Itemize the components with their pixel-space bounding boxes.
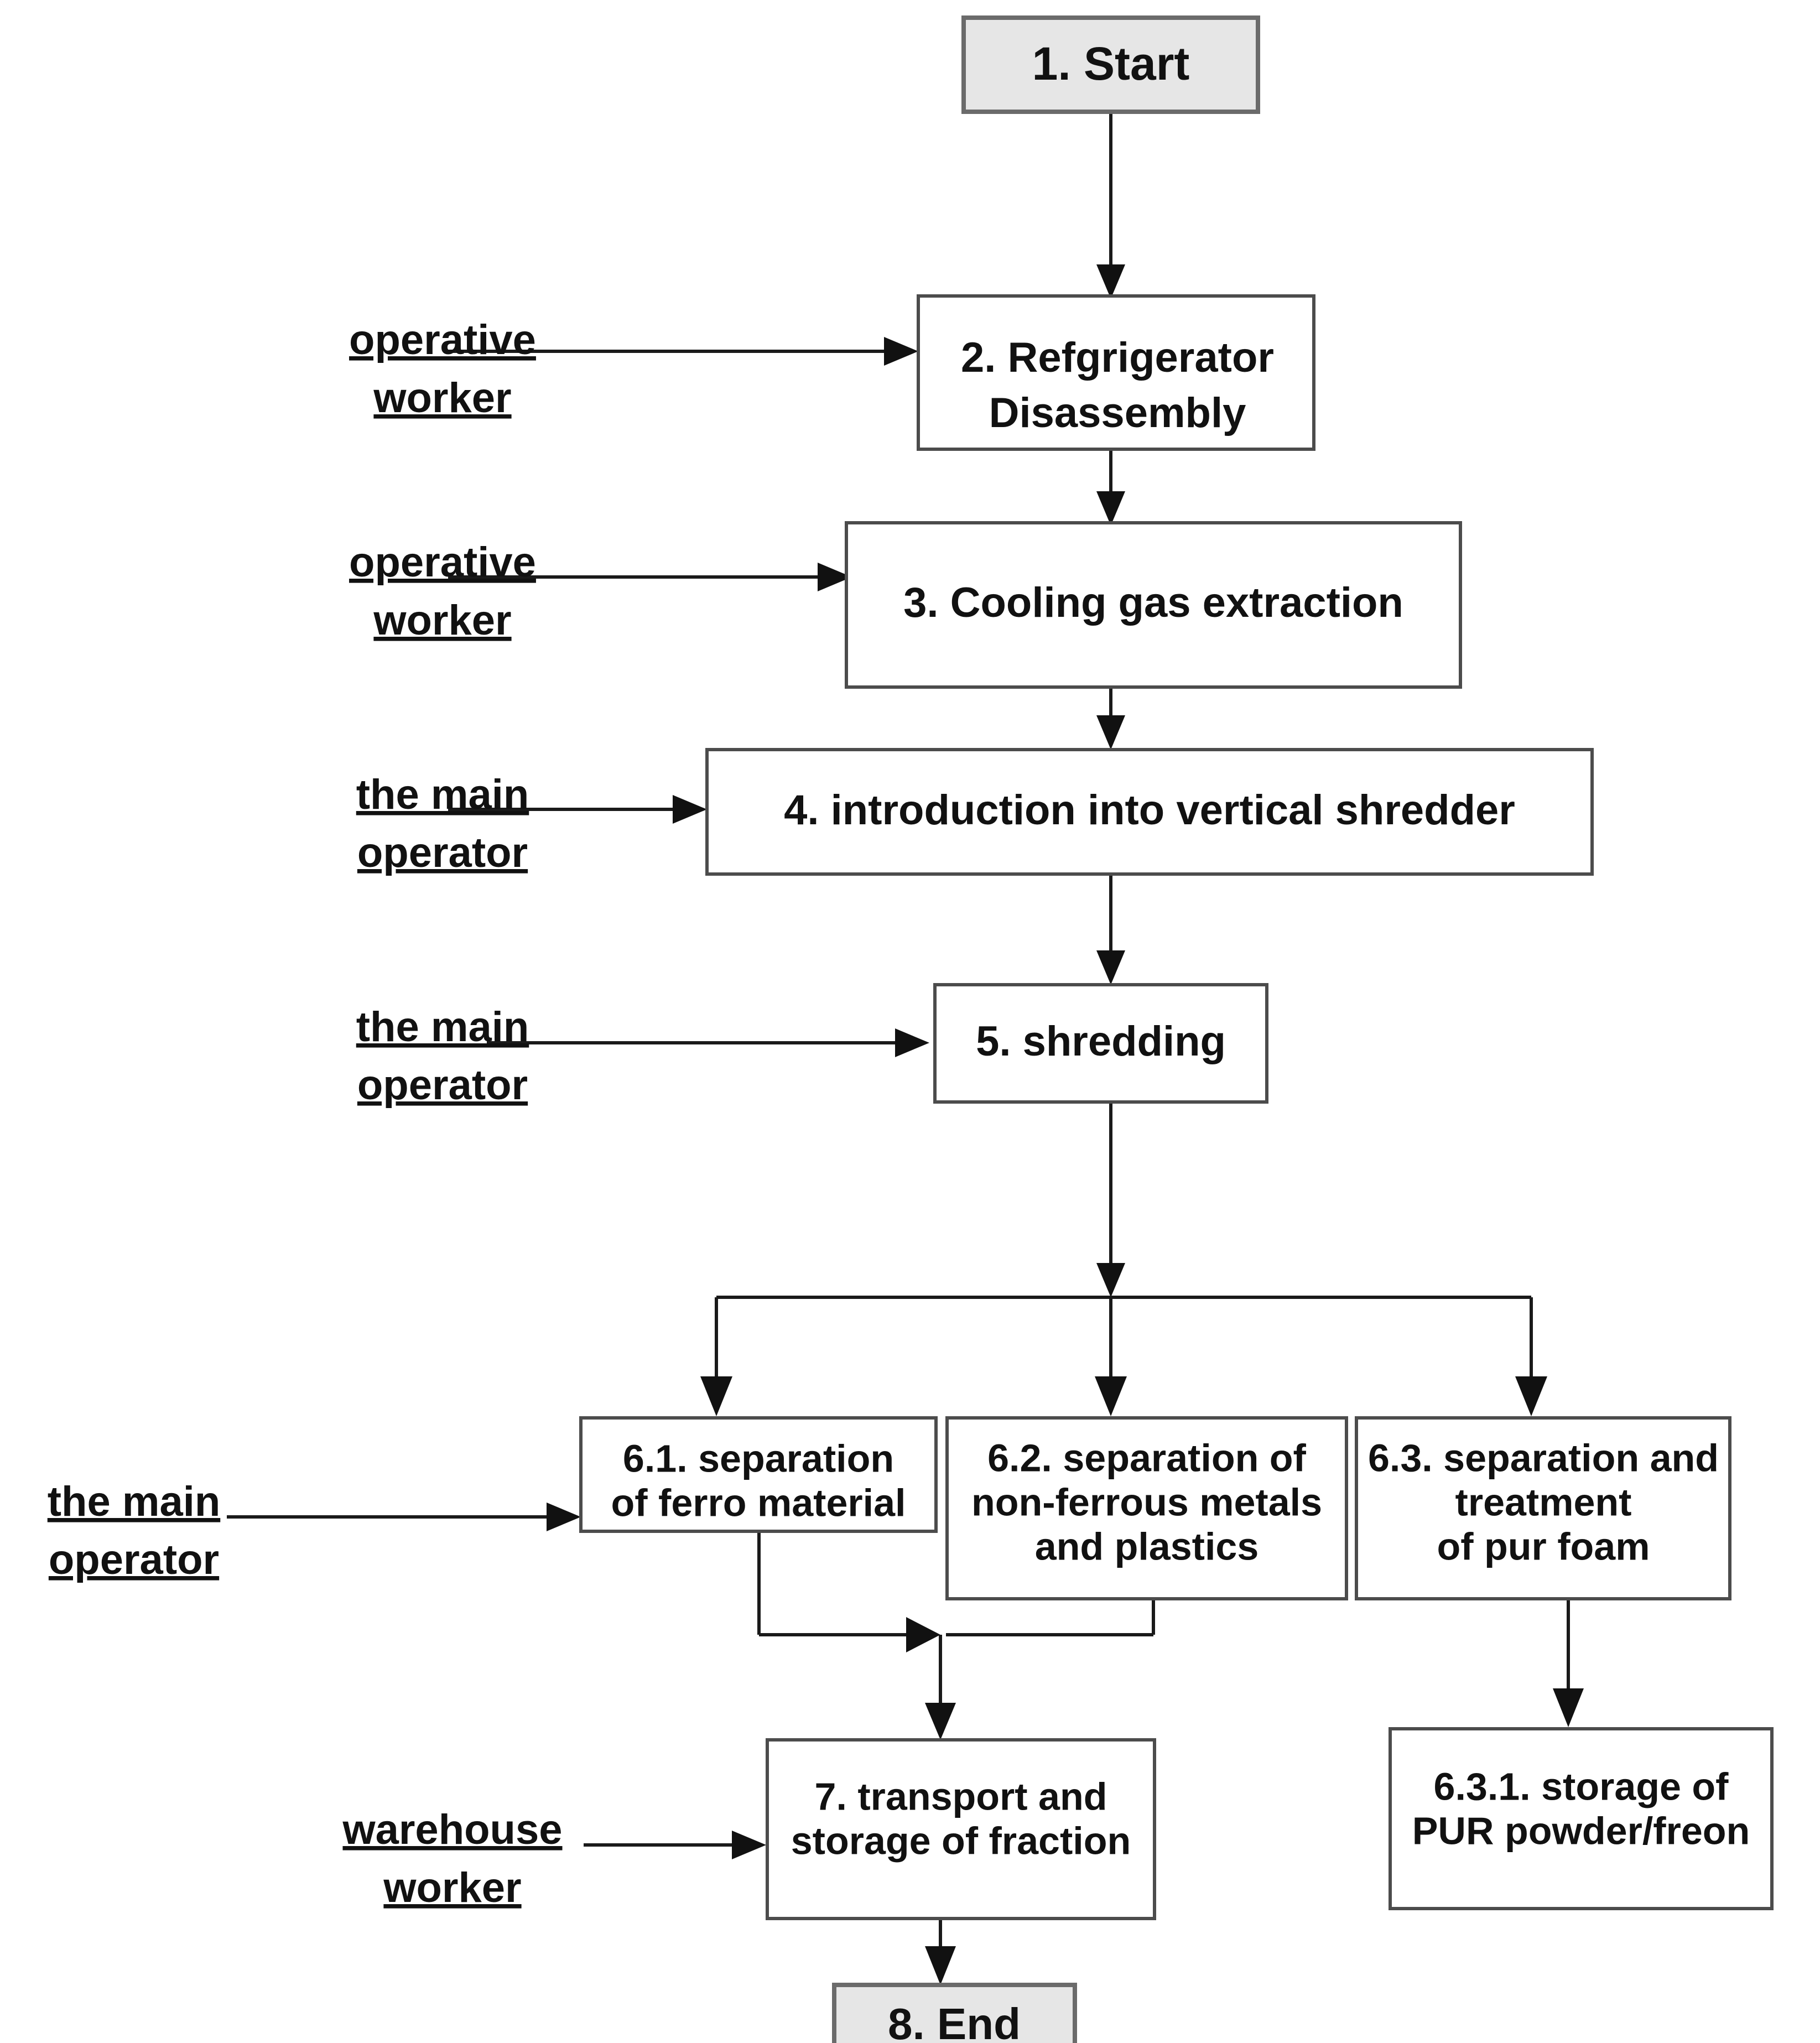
role-5-line-2: operator	[357, 1062, 528, 1109]
node-62-line-2: non-ferrous metals	[971, 1480, 1322, 1524]
node-end-label: 8. End	[888, 1999, 1021, 2043]
node-refrigerator-disassembly[interactable]: 2. Refgrigerator Disassembly	[917, 294, 1315, 451]
edge-role-to-4	[448, 795, 707, 824]
role-2-line-2: worker	[373, 375, 511, 422]
role-3-line-2: worker	[373, 597, 511, 644]
node-7-line-1: 7. transport and	[815, 1775, 1107, 1818]
node-62-line-3: and plastics	[1035, 1525, 1259, 1568]
node-start-label: 1. Start	[1032, 38, 1190, 90]
edge-7-to-8	[925, 1919, 956, 1985]
role-label-main-operator-5: the main operator	[356, 1004, 529, 1109]
node-631-line-2: PUR powder/freon	[1412, 1809, 1750, 1852]
node-separation-treatment-pur-foam[interactable]: 6.3. separation and treatment of pur foa…	[1355, 1416, 1731, 1600]
role-61-line-1: the main	[48, 1478, 221, 1525]
node-63-line-2: treatment	[1455, 1480, 1632, 1524]
role-61-line-2: operator	[49, 1536, 219, 1583]
edge-role-to-7	[584, 1831, 766, 1859]
edge-1-to-2	[1096, 112, 1125, 299]
node-62-line-1: 6.2. separation of	[987, 1436, 1306, 1479]
node-631-line-1: 6.3.1. storage of	[1434, 1765, 1729, 1808]
node-5-label: 5. shredding	[976, 1018, 1226, 1065]
node-2-line-2: Disassembly	[989, 389, 1246, 436]
node-shredding[interactable]: 5. shredding	[933, 983, 1268, 1104]
role-5-line-1: the main	[356, 1004, 529, 1051]
edge-63-to-631	[1553, 1600, 1584, 1727]
node-61-line-1: 6.1. separation	[623, 1437, 894, 1480]
edge-5-to-split	[700, 1101, 1547, 1416]
edge-2-to-3	[1096, 449, 1125, 526]
node-cooling-gas-extraction[interactable]: 3. Cooling gas extraction	[845, 521, 1462, 689]
edge-merge-to-7	[757, 1531, 1155, 1740]
edge-role-to-5	[487, 1028, 929, 1057]
role-3-line-1: operative	[349, 539, 536, 586]
edge-role-to-61	[227, 1503, 581, 1531]
node-3-label: 3. Cooling gas extraction	[903, 579, 1403, 626]
node-7-line-2: storage of fraction	[791, 1819, 1131, 1862]
role-label-main-operator-4: the main operator	[356, 771, 529, 876]
role-4-line-2: operator	[357, 829, 528, 876]
edge-role-to-3	[448, 563, 852, 591]
node-63-line-3: of pur foam	[1437, 1525, 1650, 1568]
node-63-line-1: 6.3. separation and	[1368, 1436, 1719, 1479]
node-start[interactable]: 1. Start	[961, 15, 1260, 114]
node-storage-pur-powder-freon[interactable]: 6.3.1. storage of PUR powder/freon	[1389, 1727, 1774, 1910]
role-4-line-1: the main	[356, 771, 529, 818]
node-introduction-vertical-shredder[interactable]: 4. introduction into vertical shredder	[705, 748, 1594, 876]
node-transport-storage-fraction[interactable]: 7. transport and storage of fraction	[766, 1738, 1156, 1920]
role-7-line-1: warehouse	[342, 1806, 562, 1853]
edge-4-to-5	[1096, 873, 1125, 985]
role-label-operative-worker-2: operative worker	[349, 316, 536, 422]
role-label-operative-worker-3: operative worker	[349, 539, 536, 644]
connector-layer	[227, 112, 1584, 1985]
edge-role-to-2	[448, 337, 918, 366]
role-label-main-operator-61: the main operator	[48, 1478, 221, 1583]
node-separation-ferro-material[interactable]: 6.1. separation of ferro material	[579, 1416, 938, 1533]
role-label-warehouse-worker-7: warehouse worker	[342, 1806, 562, 1911]
node-2-line-1: 2. Refgrigerator	[961, 334, 1274, 381]
node-4-label: 4. introduction into vertical shredder	[784, 787, 1515, 834]
role-2-line-1: operative	[349, 316, 536, 363]
node-end[interactable]: 8. End	[832, 1983, 1077, 2043]
role-7-line-2: worker	[383, 1864, 521, 1911]
node-separation-nonferrous-plastics[interactable]: 6.2. separation of non-ferrous metals an…	[945, 1416, 1348, 1600]
node-61-line-2: of ferro material	[611, 1481, 906, 1524]
edge-3-to-4	[1096, 687, 1125, 750]
